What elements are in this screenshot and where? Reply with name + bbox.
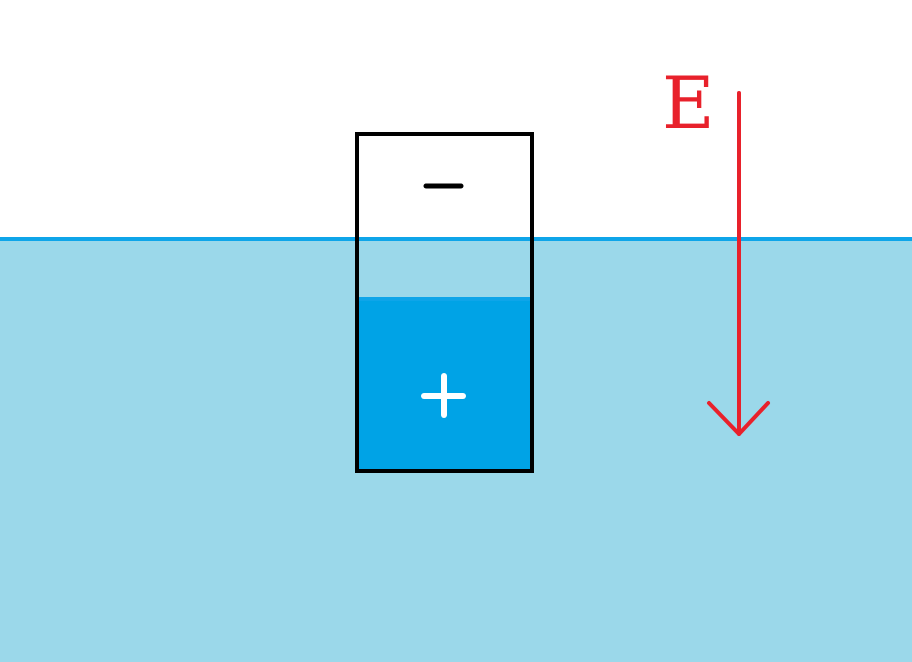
plus-sign-icon [421, 373, 466, 418]
field-label: E [662, 61, 715, 145]
field-arrow-down-icon [707, 91, 770, 436]
container-outline [355, 132, 534, 473]
